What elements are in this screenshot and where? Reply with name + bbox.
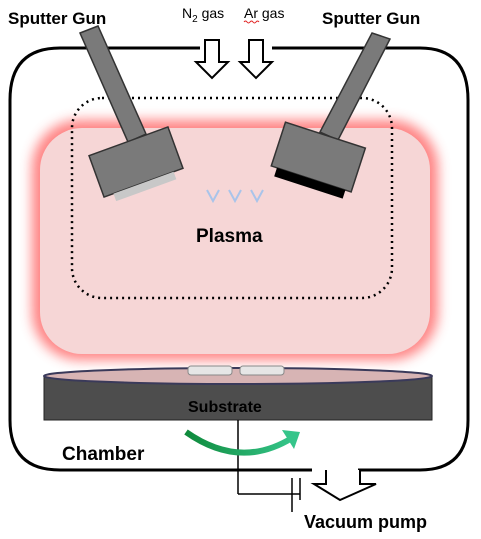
pump-outlet-arrow xyxy=(310,470,377,502)
gas-flow-lines xyxy=(206,96,264,204)
ar-gas-spellcheck-underline xyxy=(243,20,260,24)
substrate-sample xyxy=(187,365,233,376)
sputter-gun-right-label: Sputter Gun xyxy=(322,9,420,28)
substrate-sample xyxy=(239,365,285,376)
n2-inlet-arrow xyxy=(193,39,231,80)
sputter-gun-left xyxy=(78,25,184,202)
ar-inlet-arrow xyxy=(237,39,275,80)
substrate-label: Substrate xyxy=(188,399,262,416)
n2-gas-label: N2 gas xyxy=(182,5,224,25)
substrate-top xyxy=(43,367,433,385)
gun-target xyxy=(274,167,346,199)
gun-arm xyxy=(78,25,147,143)
plasma-label: Plasma xyxy=(196,226,263,247)
substrate-holder xyxy=(43,365,433,421)
plasma-boundary xyxy=(70,96,394,300)
gun-target xyxy=(113,171,177,202)
vacuum-pump-label: Vacuum pump xyxy=(304,512,427,532)
sputter-gun-right xyxy=(270,32,392,199)
sputter-gun-left-label: Sputter Gun xyxy=(8,9,106,28)
pump-line xyxy=(238,478,301,512)
gun-head xyxy=(88,126,184,198)
chamber-wall xyxy=(8,46,470,472)
ar-gas-label: Ar gas xyxy=(244,5,284,21)
chamber-label: Chamber xyxy=(62,444,145,465)
rotation-arrow xyxy=(184,429,300,456)
